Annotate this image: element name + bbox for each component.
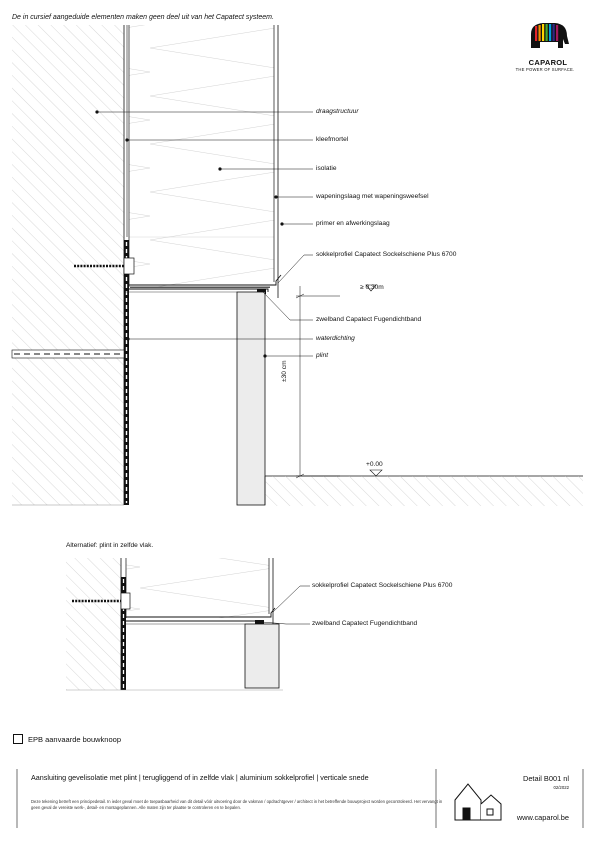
dimension-height-min: ≥ 0.30m	[360, 284, 384, 291]
leader-dots	[95, 110, 284, 358]
logo-brand: CAPAROL	[528, 58, 568, 67]
label-primer: primer en afwerkingslaag	[316, 220, 390, 227]
alt-detail	[66, 558, 310, 691]
detail-date: 02/2022	[553, 785, 569, 790]
alt-wall	[66, 558, 121, 690]
header-note: De in cursief aangeduide elementen maken…	[12, 14, 274, 21]
load-bearing-wall	[12, 25, 124, 505]
insulation-board	[129, 25, 274, 287]
ground-hatch	[265, 476, 583, 506]
website-link[interactable]: www.caparol.be	[516, 813, 569, 822]
logo-tagline: THE POWER OF SURFACE.	[515, 67, 575, 72]
label-kleefmortel: kleefmortel	[316, 136, 349, 143]
label-isolatie: isolatie	[316, 165, 337, 172]
title-block-frame	[16, 769, 584, 828]
epb-checkbox-row[interactable]: EPB aanvaarde bouwknoop	[13, 734, 121, 744]
alt-insulation	[126, 558, 269, 618]
alt-anchor-icon	[72, 592, 131, 610]
label-zwelband: zwelband Capatect Fugendichtband	[316, 316, 422, 323]
base-profile	[129, 274, 282, 292]
alt-detail-title: Alternatief: plint in zelfde vlak.	[66, 542, 154, 549]
main-detail	[11, 25, 583, 506]
alt-label-sokkelprofiel: sokkelprofiel Capatect Sockelschiene Plu…	[312, 582, 453, 589]
disclaimer: Deze tekening betreft een principedetail…	[31, 799, 443, 810]
detail-title: Aansluiting gevelisolatie met plint | te…	[31, 773, 369, 782]
alt-plinth	[244, 623, 280, 689]
level-marker-icon	[365, 284, 383, 477]
caparol-logo: CAPAROL THE POWER OF SURFACE.	[516, 20, 580, 72]
label-draagstructuur: draagstructuur	[316, 108, 359, 115]
membrane-strip	[124, 240, 129, 505]
plinth	[236, 291, 266, 506]
title-block: Aansluiting gevelisolatie met plint | te…	[17, 769, 583, 828]
label-plint: plint	[316, 352, 329, 359]
label-waterdichting: waterdichting	[316, 335, 355, 342]
sealing-tape	[257, 289, 266, 294]
label-sokkelprofiel: sokkelprofiel Capatect Sockelschiene Plu…	[316, 251, 457, 258]
epb-checkbox[interactable]	[13, 734, 23, 744]
detail-number: Detail B001 nl	[522, 774, 569, 783]
leader-lines	[97, 111, 313, 357]
dimension-depth: ±30 cm	[281, 360, 288, 382]
level-zero: +0.00	[366, 461, 383, 468]
alt-label-zwelband: zwelband Capatect Fugendichtband	[312, 620, 418, 627]
elephant-logo-icon	[531, 23, 569, 48]
anchor-icon	[74, 257, 135, 275]
house-icon	[454, 783, 502, 821]
epb-label: EPB aanvaarde bouwknoop	[28, 734, 121, 744]
dimension-line	[295, 286, 340, 479]
label-wapeningslaag: wapeningslaag met wapeningsweefsel	[316, 193, 429, 200]
